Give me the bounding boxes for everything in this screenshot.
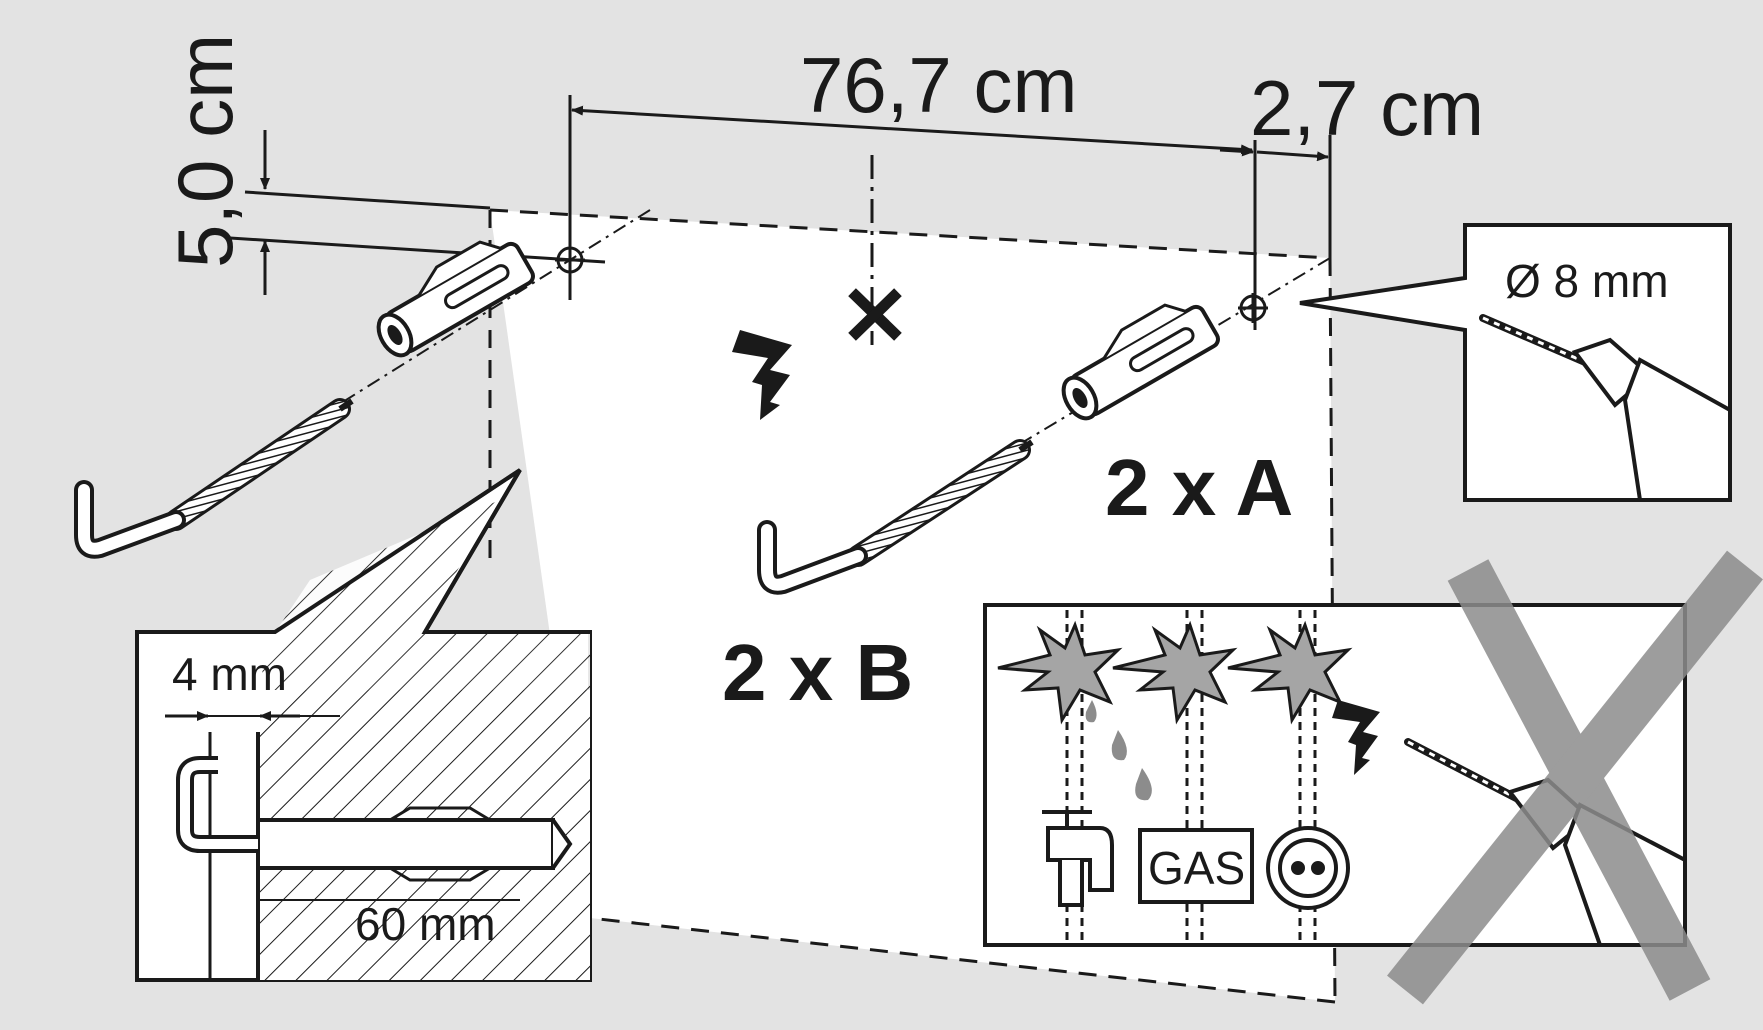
label-gap: 4 mm (172, 648, 287, 700)
starburst-icon (997, 620, 1123, 725)
starburst-icon (1227, 620, 1353, 725)
drill-detail-callout: Ø 8 mm (1299, 223, 1732, 502)
starburst-icon (1112, 620, 1238, 725)
label-vertical-offset: 5,0 cm (161, 34, 249, 268)
gas-sign (1138, 828, 1254, 904)
plug-section-icon (256, 818, 555, 870)
dim-ref-line-top (244, 190, 491, 210)
hook-screw-left-icon (74, 398, 354, 559)
drill-bit-icon (1479, 314, 1732, 502)
wall-plug-left-icon (376, 240, 535, 358)
electricity-warning-icon (732, 330, 792, 420)
label-depth: 60 mm (355, 898, 496, 950)
power-socket-icon (1266, 826, 1350, 910)
label-part-a: 2 x A (1105, 443, 1293, 532)
section-detail-callout: 4 mm 60 mm (135, 468, 592, 982)
label-gas: GAS (1148, 842, 1245, 894)
dim-line-edge-inner (1256, 150, 1329, 162)
water-drops-icon (1085, 700, 1152, 801)
drill-hole-left-icon (555, 245, 585, 275)
drill-hole-right-icon (1238, 293, 1268, 323)
centre-mark-icon (848, 288, 902, 341)
electricity-warning-icon (1332, 700, 1380, 775)
label-drill-diameter: Ø 8 mm (1505, 255, 1669, 307)
dim-line-hole-spacing (571, 105, 1253, 155)
label-edge-offset: 2,7 cm (1250, 64, 1484, 152)
label-hole-spacing: 76,7 cm (800, 41, 1077, 129)
label-part-b: 2 x B (722, 628, 913, 717)
wall-plug-right-icon (1061, 303, 1220, 421)
water-tap-icon (1042, 810, 1114, 907)
dim-ref-line-bottom (229, 236, 606, 264)
prohibition-cross-icon (1387, 550, 1763, 1005)
dim-line-edge-left (1219, 146, 1254, 157)
hook-screw-right-icon (757, 439, 1034, 595)
axis-line-left (249, 209, 651, 461)
